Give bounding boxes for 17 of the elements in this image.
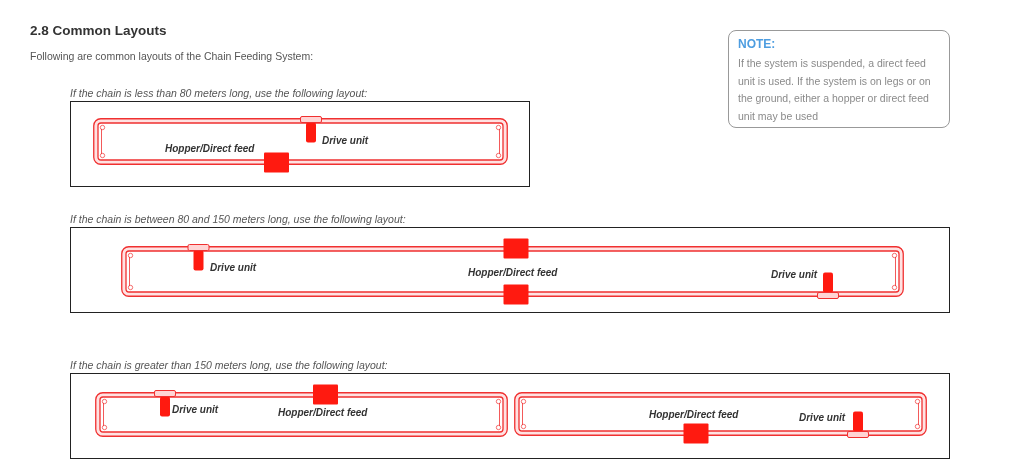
- part-label: Drive unit: [799, 412, 846, 424]
- part-label: Drive unit: [210, 262, 257, 274]
- figure-caption: If the chain is greater than 150 meters long, use the following layout:: [70, 359, 388, 372]
- section-heading: 2.8 Common Layouts: [30, 23, 167, 39]
- part-label: Hopper/Direct feed: [278, 407, 368, 419]
- part-label: Drive unit: [322, 135, 369, 147]
- intro-text: Following are common layouts of the Chain Feeding System:: [30, 50, 314, 63]
- part-label: Drive unit: [771, 269, 818, 281]
- part-label: Hopper/Direct feed: [468, 267, 558, 279]
- part-label: Hopper/Direct feed: [649, 409, 739, 421]
- part-label: Drive unit: [172, 404, 219, 416]
- note-box: [728, 30, 950, 128]
- figure-caption: If the chain is between 80 and 150 meters long, use the following layout:: [70, 213, 406, 226]
- note-heading: NOTE:: [738, 37, 776, 51]
- note-text: If the system is suspended, a direct feed unit is used. If the system is on legs or on the ground, either a hopper or direct feed unit may be used: [738, 56, 932, 124]
- part-label: Hopper/Direct feed: [165, 143, 255, 155]
- figure-caption: If the chain is less than 80 meters long, use the following layout:: [70, 87, 368, 100]
